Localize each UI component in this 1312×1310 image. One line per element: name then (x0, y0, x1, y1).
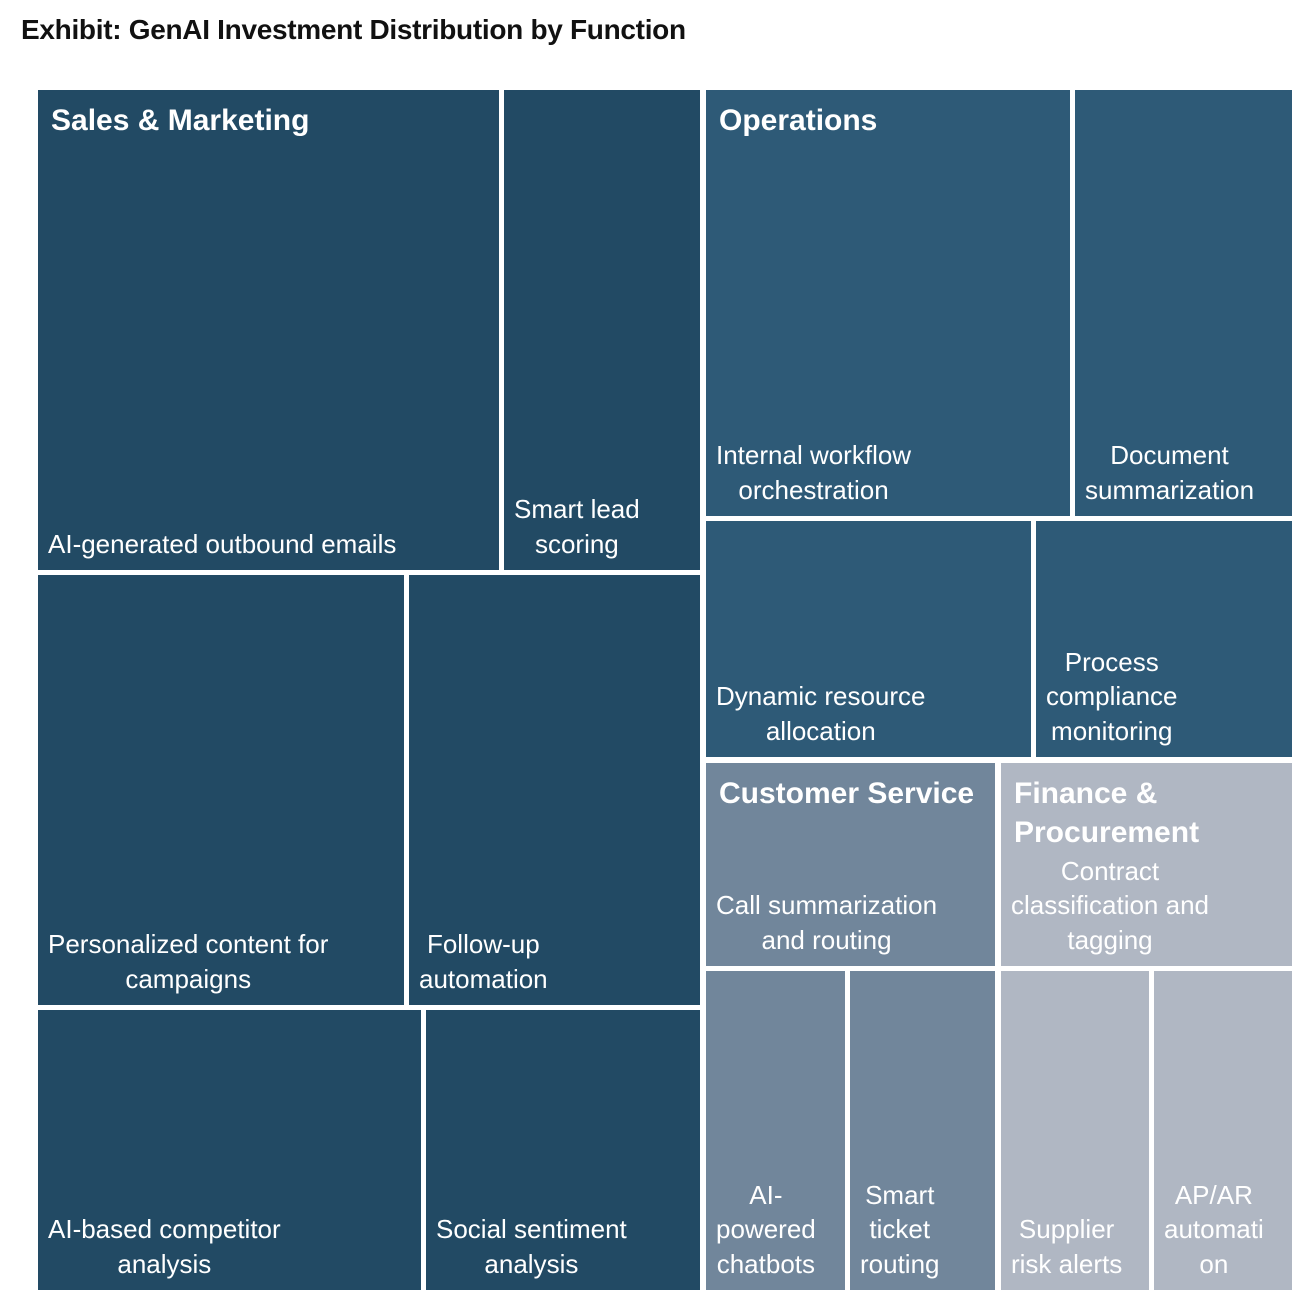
tile-label-dynamic-resource: Dynamic resource allocation (716, 681, 926, 746)
tile-smart-lead-scoring: Smart lead scoring (504, 90, 700, 570)
tile-label-process-compliance: Process compliance monitoring (1046, 647, 1178, 746)
tile-label-followup-automation: Follow-up automation (419, 929, 548, 994)
section-header-finance-procurement: Finance & Procurement (1014, 777, 1200, 849)
section-header-customer-service: Customer Service (719, 777, 975, 810)
tile-process-compliance-monitoring: Process compliance monitoring (1036, 521, 1292, 757)
tile-ai-generated-outbound-emails: Sales & Marketing AI-generated outbound … (38, 90, 499, 570)
section-header-operations: Operations (719, 104, 878, 137)
tile-label-apar-automation: AP/AR automati on (1164, 1180, 1264, 1279)
tile-label-workflow-orchestration: Internal workflow orchestration (716, 440, 912, 505)
tile-apar-automation: AP/AR automati on (1154, 971, 1292, 1290)
tile-label-contract-classification: Contract classification and tagging (1011, 856, 1209, 955)
tile-label-document-summarization: Document summarization (1085, 440, 1255, 505)
page-title: Exhibit: GenAI Investment Distribution b… (21, 14, 686, 45)
section-header-sales-marketing: Sales & Marketing (51, 104, 310, 137)
tile-personalized-content: Personalized content for campaigns (38, 575, 404, 1005)
tile-social-sentiment: Social sentiment analysis (426, 1010, 700, 1290)
tile-label-outbound-emails: AI-generated outbound emails (48, 528, 397, 559)
tile-ai-powered-chatbots: AI- powered chatbots (706, 971, 845, 1290)
tile-label-call-summarization: Call summarization and routing (716, 890, 938, 955)
tile-supplier-risk-alerts: Supplier risk alerts (1001, 971, 1149, 1290)
tile-label-personalized-content: Personalized content for campaigns (48, 929, 329, 994)
tile-label-supplier-risk: Supplier risk alerts (1011, 1214, 1123, 1279)
tile-label-competitor-analysis: AI-based competitor analysis (48, 1214, 281, 1279)
tile-call-summarization-routing: Customer Service Call summarization and … (706, 763, 995, 966)
tile-contract-classification-tagging: Finance & Procurement Contract classific… (1001, 763, 1292, 966)
tile-followup-automation: Follow-up automation (409, 575, 700, 1005)
tile-document-summarization: Document summarization (1075, 90, 1292, 516)
tile-label-social-sentiment: Social sentiment analysis (436, 1214, 627, 1279)
tile-label-smart-lead-scoring: Smart lead scoring (514, 494, 640, 559)
tile-smart-ticket-routing: Smart ticket routing (850, 971, 995, 1290)
tile-label-ai-chatbots: AI- powered chatbots (716, 1180, 816, 1279)
tile-label-smart-ticket: Smart ticket routing (860, 1180, 940, 1279)
tile-internal-workflow-orchestration: Operations Internal workflow orchestrati… (706, 90, 1070, 516)
tile-competitor-analysis: AI-based competitor analysis (38, 1010, 421, 1290)
tile-dynamic-resource-allocation: Dynamic resource allocation (706, 521, 1031, 757)
